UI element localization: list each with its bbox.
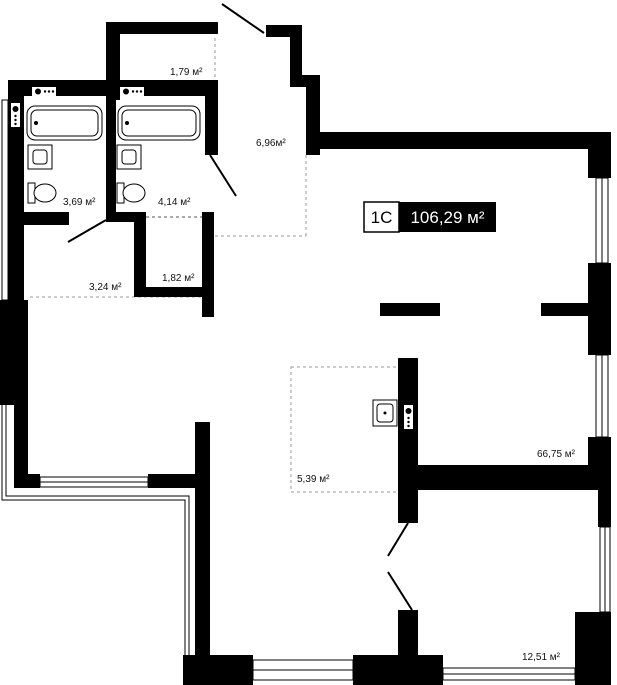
door-swing-icon <box>221 3 265 34</box>
door-swing-icon <box>67 219 107 243</box>
apartment-code: 1С <box>371 208 393 227</box>
window-icon <box>39 476 149 488</box>
window-icon <box>595 354 609 438</box>
electric-panel-icon <box>404 405 413 429</box>
door-swing-icon <box>387 571 413 611</box>
room-area-corridor: 3,24 м² <box>89 282 122 293</box>
electric-panel-icon <box>11 103 20 127</box>
apartment-total-area: 106,29 м² <box>410 208 484 227</box>
sink-icon <box>27 144 53 170</box>
electric-panel-icon <box>120 87 144 96</box>
room-area-kitchen: 5,39 м² <box>297 474 330 485</box>
room-area-living-room: 66,75 м² <box>537 449 576 460</box>
door-swing-icon <box>209 154 237 197</box>
sink-icon <box>116 144 142 170</box>
window-icon <box>1 99 9 301</box>
window-icon <box>442 667 576 681</box>
toilet-icon <box>27 182 57 204</box>
bathtub-icon <box>26 105 103 141</box>
room-area-hallway: 6,96м² <box>256 138 286 149</box>
window-icon <box>252 659 354 681</box>
room-area-bathroom-left: 3,69 м² <box>63 197 96 208</box>
room-area-closet: 1,82 м² <box>162 273 195 284</box>
windows <box>1 99 611 685</box>
toilet-icon <box>116 182 146 204</box>
apartment-badge: 1С 106,29 м² <box>363 201 496 233</box>
window-icon <box>599 526 611 613</box>
walls <box>0 22 611 685</box>
bathtub-icon <box>117 105 201 141</box>
room-area-storage-top: 1,79 м² <box>170 67 203 78</box>
window-icon <box>595 177 609 264</box>
doors <box>67 3 413 611</box>
kitchen-sink-icon <box>372 399 398 427</box>
electric-panel-icon <box>32 87 56 96</box>
room-labels: 1,79 м² 6,96м² 3,69 м² 4,14 м² 1,82 м² 3… <box>63 67 576 663</box>
room-area-bedroom: 12,51 м² <box>522 652 561 663</box>
fixtures <box>11 87 413 429</box>
door-swing-icon <box>387 522 409 557</box>
room-area-bathroom-right: 4,14 м² <box>158 197 191 208</box>
